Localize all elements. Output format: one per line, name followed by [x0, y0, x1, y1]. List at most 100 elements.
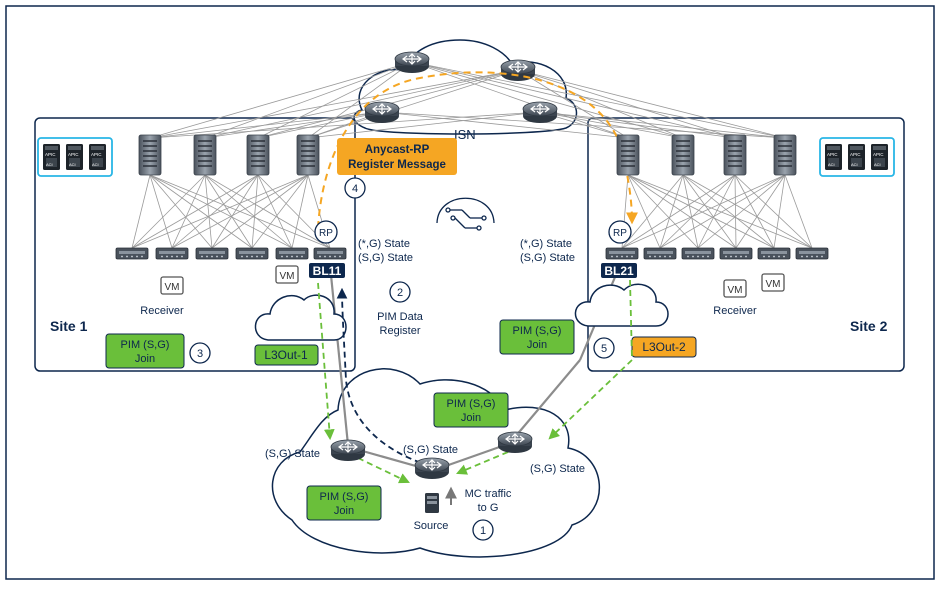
- aci-label: ACI: [92, 162, 99, 167]
- receiver-label-site2: Receiver: [713, 305, 757, 317]
- rp-label-site2: RP: [613, 228, 627, 239]
- leaf-switch-icon: [757, 247, 791, 260]
- vm-icon: [761, 273, 785, 292]
- isn-label: ISN: [454, 127, 476, 142]
- leaf-switch-icon: [643, 247, 677, 260]
- router-icon: [364, 101, 400, 124]
- router-icon: [522, 101, 558, 124]
- pim-join-box: PIM (S,G) Join: [499, 319, 575, 355]
- svg-text:PIM (S,G): PIM (S,G): [447, 398, 496, 410]
- site1-box: [34, 117, 356, 372]
- svg-text:VM: VM: [165, 282, 180, 293]
- router-icon: [497, 431, 533, 454]
- pim-register-path: [336, 287, 431, 467]
- leaf-switch-icon: [275, 247, 309, 260]
- site2-fabric-links: [621, 174, 813, 249]
- spine-switch-icon: [193, 134, 217, 176]
- apic-cluster-site1: APIC APIC APIC ACI ACI ACI: [37, 137, 113, 177]
- step-3-number: 3: [197, 348, 203, 360]
- leaf-switch-icon: [719, 247, 753, 260]
- leaf-switch-icon: [605, 247, 639, 260]
- svg-text:PIM (S,G): PIM (S,G): [121, 339, 170, 351]
- rp-label-site1: RP: [319, 228, 333, 239]
- router-icon: [414, 457, 450, 480]
- bl11-tag: [309, 263, 345, 278]
- vm-icon: [160, 276, 184, 295]
- apic-label: APIC: [91, 152, 102, 157]
- step-1-number: 1: [480, 525, 486, 537]
- step-2-badge: [389, 281, 411, 303]
- svg-text:PIM (S,G): PIM (S,G): [320, 491, 369, 503]
- step-2-number: 2: [397, 287, 403, 299]
- step-4-number: 4: [352, 183, 358, 195]
- apic-label: APIC: [873, 152, 884, 157]
- apic-label: APIC: [68, 152, 79, 157]
- network-icon: [436, 197, 495, 231]
- svg-text:L3Out-2: L3Out-2: [642, 340, 686, 354]
- anycast-rp-path: [317, 71, 638, 229]
- router-icon: [394, 51, 430, 74]
- spine-switch-icon: [296, 134, 320, 176]
- leaf-switch-icon: [195, 247, 229, 260]
- cloud-icon: [254, 294, 347, 341]
- svg-text:L3Out-1: L3Out-1: [264, 348, 308, 362]
- leaf-switch-icon: [155, 247, 189, 260]
- site2-label: Site 2: [850, 318, 888, 334]
- state-sg-site2: (S,G) State: [520, 252, 575, 264]
- outer-frame: [5, 5, 935, 580]
- state-sg-center-router: (S,G) State: [403, 444, 458, 456]
- bl11-label: BL11: [313, 264, 342, 278]
- state-starg-site2: (*,G) State: [520, 238, 572, 250]
- vm-icon: [723, 279, 747, 298]
- mc-traffic-label: MC traffic: [465, 488, 512, 500]
- state-sg-right-router: (S,G) State: [530, 463, 585, 475]
- step-1-badge: [472, 519, 494, 541]
- bl21-label: BL21: [604, 264, 634, 278]
- state-sg-left-router: (S,G) State: [265, 448, 320, 460]
- l3out2-tag: L3Out-2: [631, 336, 697, 358]
- aci-label: ACI: [69, 162, 76, 167]
- svg-text:PIM (S,G): PIM (S,G): [513, 325, 562, 337]
- apic-label: APIC: [45, 152, 56, 157]
- aci-label: ACI: [46, 162, 53, 167]
- site1-fabric-links: [131, 174, 331, 249]
- leaf-switch-icon: [795, 247, 829, 260]
- rp-badge-site2: [608, 220, 632, 244]
- aci-label: ACI: [874, 162, 881, 167]
- pim-join-box: PIM (S,G) Join: [306, 485, 382, 521]
- bl21-tag: [601, 263, 637, 278]
- spine-switch-icon: [616, 134, 640, 176]
- svg-text:Register Message: Register Message: [348, 159, 446, 171]
- spine-switch-icon: [246, 134, 270, 176]
- l3out1-tag: L3Out-1: [254, 344, 319, 366]
- pim-join-box: PIM (S,G) Join: [433, 392, 509, 428]
- leaf-switch-icon: [115, 247, 149, 260]
- site1-label: Site 1: [50, 318, 88, 334]
- step-5-number: 5: [601, 343, 607, 355]
- pim-join-arrows: [317, 279, 633, 484]
- rp-badge-site1: [314, 220, 338, 244]
- pim-join-box: PIM (S,G) Join: [105, 333, 185, 369]
- aci-label: ACI: [828, 162, 835, 167]
- aci-label: ACI: [851, 162, 858, 167]
- svg-text:VM: VM: [728, 285, 743, 296]
- receiver-label-site1: Receiver: [140, 305, 184, 317]
- spine-switch-icon: [773, 134, 797, 176]
- spine-switch-icon: [138, 134, 162, 176]
- leaf-switch-icon: [681, 247, 715, 260]
- mc-traffic-label: to G: [478, 502, 499, 514]
- server-icon: [425, 493, 439, 513]
- pim-register-label: PIM Data: [377, 311, 424, 323]
- leaf-switch-icon: [235, 247, 269, 260]
- apic-cluster-site2: APIC APIC APIC ACI ACI ACI: [819, 137, 895, 177]
- svg-text:Anycast-RP: Anycast-RP: [365, 144, 430, 156]
- state-starg-site1: (*,G) State: [358, 238, 410, 250]
- apic-label: APIC: [850, 152, 861, 157]
- spine-switch-icon: [671, 134, 695, 176]
- svg-text:Join: Join: [527, 339, 547, 351]
- state-sg-site1: (S,G) State: [358, 252, 413, 264]
- svg-text:VM: VM: [280, 271, 295, 282]
- cloud-icon: [574, 283, 669, 327]
- spine-switch-icon: [723, 134, 747, 176]
